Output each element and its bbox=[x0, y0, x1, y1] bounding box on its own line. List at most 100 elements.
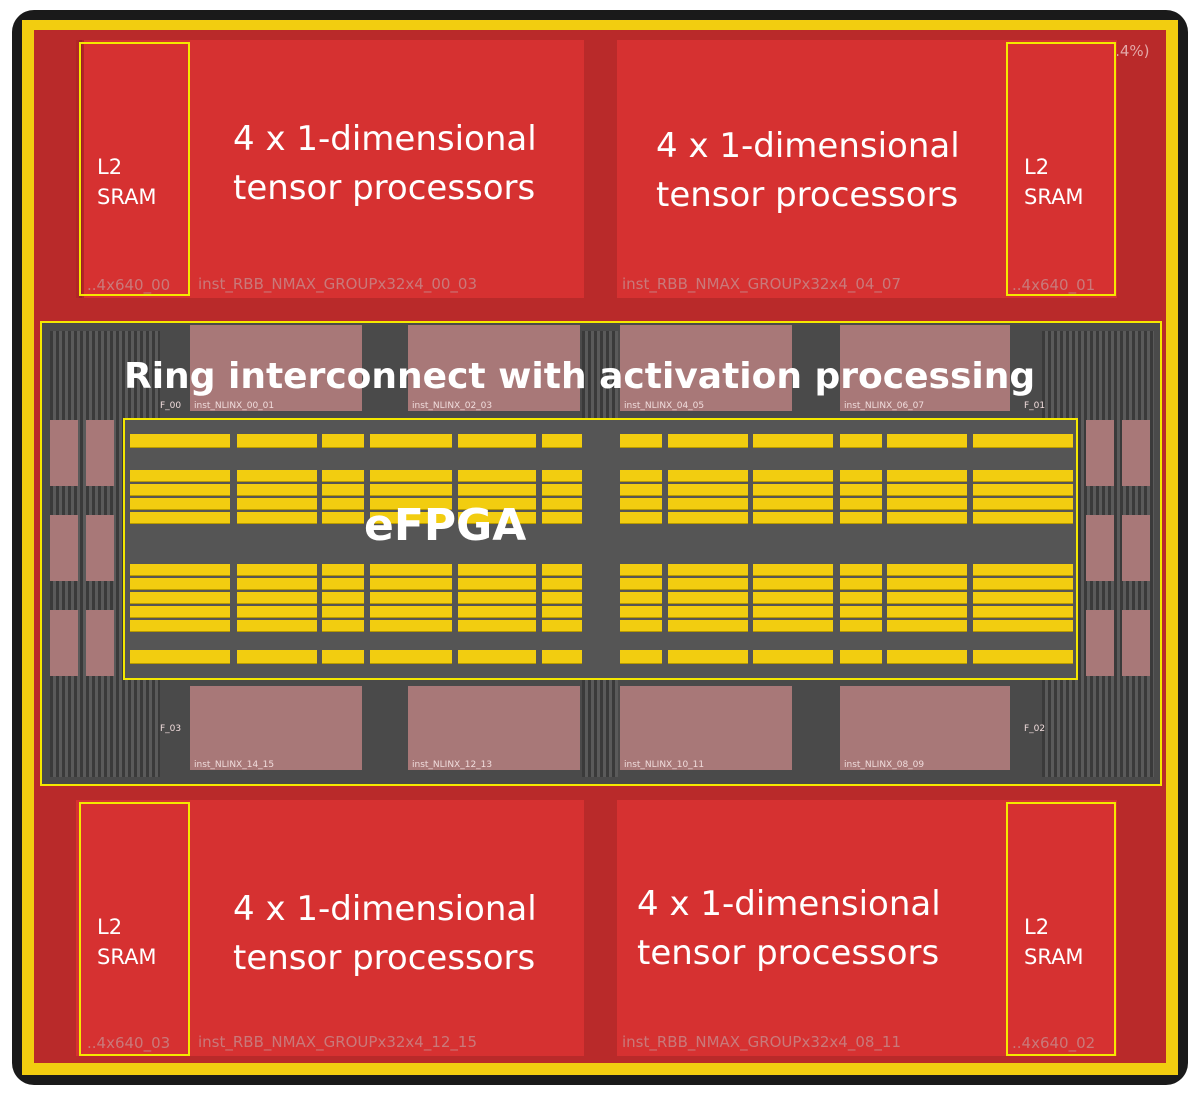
efpga-lut-cell bbox=[542, 592, 582, 604]
efpga-lut-cell bbox=[668, 620, 748, 632]
l2-sram-bottom-left: L2 SRAM ..4x640_03 bbox=[79, 802, 190, 1056]
efpga-lut-cell bbox=[237, 498, 317, 510]
efpga-lut-cell bbox=[840, 512, 882, 524]
efpga-lut-cell bbox=[620, 512, 662, 524]
corner-tag-tl: F_00 bbox=[160, 401, 182, 411]
efpga-lut-cell bbox=[237, 470, 317, 482]
efpga-lut-cell bbox=[458, 620, 536, 632]
nlinx-label-bottom-4: inst_NLINX_08_09 bbox=[844, 760, 925, 770]
l2-sram-bottom-right: L2 SRAM ..4x640_02 bbox=[1006, 802, 1116, 1056]
efpga-lut-cell bbox=[668, 606, 748, 618]
efpga-lut-cell bbox=[237, 650, 317, 664]
efpga-lut-cell bbox=[887, 512, 967, 524]
nlinx-block-top-2 bbox=[408, 325, 580, 411]
efpga-lut-cell bbox=[322, 564, 364, 576]
efpga-lut-cell bbox=[370, 484, 452, 496]
corner-tag-br: F_02 bbox=[1024, 724, 1046, 734]
tp-inst-label-top-right: inst_RBB_NMAX_GROUPx32x4_04_07 bbox=[622, 275, 902, 293]
efpga-lut-cell bbox=[322, 470, 364, 482]
efpga-lut-cell bbox=[130, 484, 230, 496]
efpga-lut-cell bbox=[668, 592, 748, 604]
efpga-lut-cell bbox=[840, 434, 882, 448]
efpga-lut-cell bbox=[973, 484, 1073, 496]
nlinx-label-top-1: inst_NLINX_00_01 bbox=[194, 401, 275, 411]
l2-sram-top-right: L2 SRAM ..4x640_01 bbox=[1006, 42, 1116, 296]
efpga-lut-cell bbox=[130, 578, 230, 590]
efpga-lut-cell bbox=[620, 484, 662, 496]
efpga-lut-cell bbox=[753, 650, 833, 664]
efpga-lut-cell bbox=[458, 606, 536, 618]
sram-label-line2: SRAM bbox=[97, 185, 157, 209]
efpga-lut-cell bbox=[458, 484, 536, 496]
tp-label-line1: 4 x 1-dimensional bbox=[233, 889, 537, 929]
efpga-lut-cell bbox=[753, 606, 833, 618]
efpga-lut-cell bbox=[458, 592, 536, 604]
side-pad bbox=[50, 515, 78, 581]
efpga-lut-cell bbox=[130, 498, 230, 510]
efpga-lut-cell bbox=[130, 650, 230, 664]
efpga-lut-cell bbox=[237, 578, 317, 590]
efpga-lut-cell bbox=[668, 650, 748, 664]
efpga-lut-cell bbox=[840, 470, 882, 482]
tp-label-line2: tensor processors bbox=[233, 938, 536, 978]
quadrant-bottom-left bbox=[76, 800, 584, 1056]
efpga-lut-cell bbox=[542, 484, 582, 496]
efpga-lut-cell bbox=[973, 620, 1073, 632]
efpga-lut-cell bbox=[458, 512, 536, 524]
efpga-lut-cell bbox=[753, 484, 833, 496]
efpga-lut-cell bbox=[130, 606, 230, 618]
efpga-lut-cell bbox=[973, 512, 1073, 524]
sram-inst-label: ..4x640_01 bbox=[1012, 276, 1096, 294]
efpga-lut-cell bbox=[887, 564, 967, 576]
efpga-lut-cell bbox=[973, 434, 1073, 448]
efpga-lut-cell bbox=[973, 606, 1073, 618]
efpga-lut-cell bbox=[973, 498, 1073, 510]
nlinx-label-bottom-2: inst_NLINX_12_13 bbox=[412, 760, 493, 770]
efpga-lut-cell bbox=[887, 620, 967, 632]
efpga-lut-cell bbox=[753, 434, 833, 448]
tensor-processors-label-bottom-left: 4 x 1-dimensional tensor processors bbox=[233, 885, 537, 983]
efpga-lut-cell bbox=[542, 578, 582, 590]
efpga-lut-cell bbox=[322, 606, 364, 618]
efpga-lut-cell bbox=[370, 592, 452, 604]
sram-label-line1: L2 bbox=[1024, 155, 1050, 179]
efpga-lut-cell bbox=[130, 470, 230, 482]
side-pad bbox=[1122, 610, 1150, 676]
efpga-lut-cell bbox=[620, 650, 662, 664]
efpga-lut-cell bbox=[620, 578, 662, 590]
corner-tag-bl: F_03 bbox=[160, 724, 182, 734]
efpga-lut-cell bbox=[973, 470, 1073, 482]
efpga-lut-cell bbox=[840, 498, 882, 510]
efpga-lut-cell bbox=[322, 592, 364, 604]
efpga-lut-cell bbox=[322, 434, 364, 448]
efpga-lut-cell bbox=[130, 620, 230, 632]
efpga-lut-cell bbox=[370, 434, 452, 448]
efpga-lut-cell bbox=[753, 470, 833, 482]
tp-label-line2: tensor processors bbox=[656, 175, 959, 215]
sram-label-line1: L2 bbox=[97, 915, 123, 939]
efpga-lut-cell bbox=[840, 484, 882, 496]
efpga-lut-cell bbox=[887, 470, 967, 482]
efpga-lut-cell bbox=[887, 498, 967, 510]
nlinx-label-top-2: inst_NLINX_02_03 bbox=[412, 401, 493, 411]
efpga-lut-cell bbox=[542, 512, 582, 524]
efpga-lut-cell bbox=[237, 592, 317, 604]
tp-label-line1: 4 x 1-dimensional bbox=[233, 119, 537, 159]
efpga-lut-cell bbox=[542, 650, 582, 664]
efpga-lut-cell bbox=[322, 498, 364, 510]
efpga-lut-cell bbox=[458, 650, 536, 664]
side-pad bbox=[1086, 420, 1114, 486]
efpga-lut-cell bbox=[753, 620, 833, 632]
sram-inst-label: ..4x640_02 bbox=[1012, 1034, 1096, 1052]
side-pad bbox=[50, 420, 78, 486]
efpga-lut-cell bbox=[840, 650, 882, 664]
nlinx-block-bottom-4 bbox=[840, 686, 1010, 770]
tensor-processors-label-top-left: 4 x 1-dimensional tensor processors bbox=[233, 115, 537, 213]
efpga-lut-cell bbox=[322, 650, 364, 664]
tensor-processors-label-top-right: 4 x 1-dimensional tensor processors bbox=[656, 122, 960, 220]
efpga-lut-cell bbox=[237, 434, 317, 448]
sram-label-line2: SRAM bbox=[1024, 945, 1084, 969]
efpga-lut-cell bbox=[237, 564, 317, 576]
efpga-lut-cell bbox=[620, 470, 662, 482]
efpga-lut-cell bbox=[370, 470, 452, 482]
